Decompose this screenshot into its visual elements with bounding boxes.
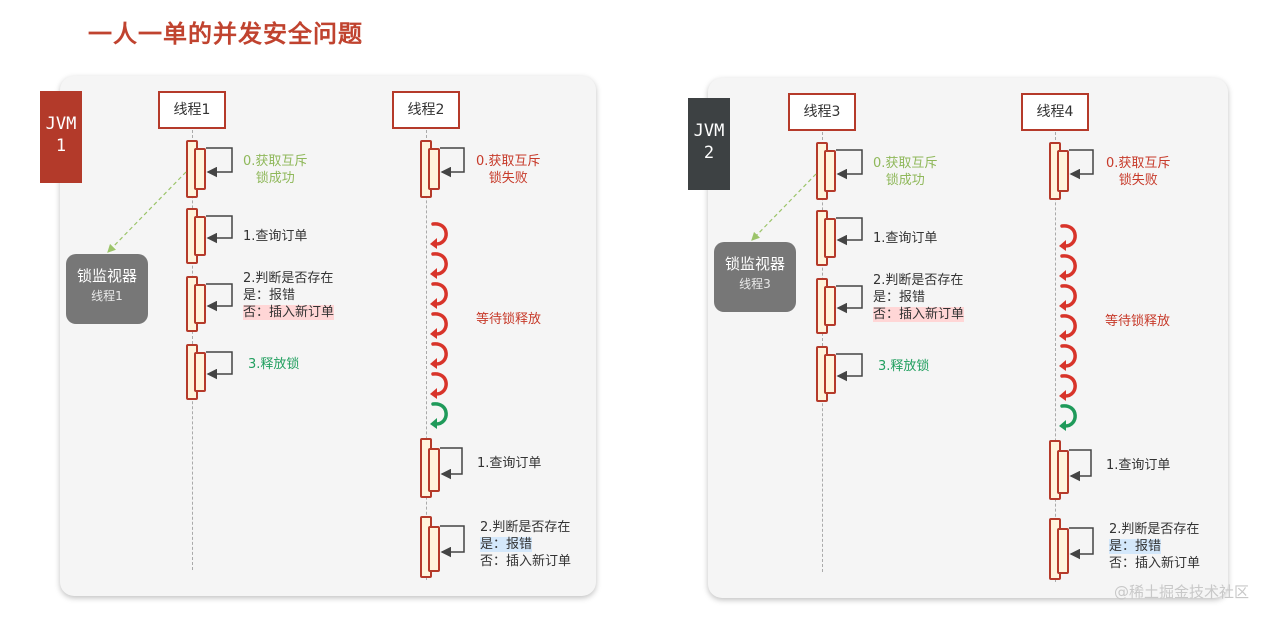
- t4-wait-loop-head-5: [1059, 390, 1066, 401]
- t4-step1-label: 1.查询订单: [1106, 458, 1171, 473]
- wait-loops-thread-4: [1059, 224, 1077, 431]
- t1-self-arrow-3: [206, 351, 233, 380]
- thread-4-activation-2-inner: [1057, 528, 1069, 574]
- jvm2-panel: [708, 78, 1228, 598]
- thread-2-activation-2-inner: [428, 526, 440, 572]
- t4-wait-loop-3: [1060, 314, 1077, 338]
- thread-1-box: 线程1: [158, 91, 226, 129]
- t2-wait-loop-head-1: [430, 268, 437, 279]
- jvm1-badge: JVM 1: [40, 91, 82, 183]
- thread-1-activation-2-inner: [194, 284, 206, 324]
- jvm2-badge: JVM 2: [688, 98, 730, 190]
- t2-wait-loop-1: [431, 252, 448, 276]
- t2-wait-label: 等待锁释放: [476, 312, 542, 327]
- t2-self-arrow-1: [440, 447, 463, 480]
- t2-wait-loop-2: [431, 282, 448, 306]
- thread-3-box: 线程3: [788, 93, 856, 131]
- t3-self-arrow-2: [836, 285, 863, 314]
- t3-step0-label: 0.获取互斥锁成功: [873, 156, 938, 188]
- t2-wait-loop-head-3: [430, 328, 437, 339]
- t2-wait-loop-4: [431, 342, 448, 366]
- t4-step2-label: 2.判断是否存在 是：报错 否：插入新订单: [1109, 522, 1201, 571]
- t4-wait-loop-head-1: [1059, 270, 1066, 281]
- t4-wait-loop-head-6: [1059, 420, 1066, 431]
- t1-step1-label: 1.查询订单: [243, 229, 308, 244]
- thread-2-activation-1-inner: [428, 448, 440, 492]
- t2-step1-label: 1.查询订单: [477, 456, 542, 471]
- t2-wait-loop-3: [431, 312, 448, 336]
- thread-2-lifeline: [426, 130, 427, 580]
- t4-step0-label: 0.获取互斥锁失败: [1106, 156, 1171, 188]
- t4-self-arrow-0: [1069, 149, 1094, 180]
- thread-4-box: 线程4: [1021, 93, 1089, 131]
- t4-wait-loop-1: [1060, 254, 1077, 278]
- t1-step3-label: 3.释放锁: [248, 357, 300, 372]
- thread-1-activation-0-inner: [194, 148, 206, 190]
- lock-acquire-arrow-2: [751, 173, 817, 241]
- t3-self-arrow-3: [836, 353, 863, 382]
- t4-wait-loop-head-2: [1059, 300, 1066, 311]
- lock-monitor-1-title: 锁监视器: [76, 267, 137, 285]
- t3-step1-label: 1.查询订单: [873, 231, 938, 246]
- t2-step2-label: 2.判断是否存在 是：报错 否：插入新订单: [480, 520, 572, 569]
- t1-self-arrow-1: [206, 215, 233, 244]
- t4-wait-loop-5: [1060, 374, 1077, 398]
- t1-self-arrow-0: [206, 147, 233, 178]
- t2-step0-label: 0.获取互斥锁失败: [476, 154, 541, 186]
- t2-wait-loop-head-4: [430, 358, 437, 369]
- lock-monitor-1-owner: 线程1: [91, 289, 123, 303]
- thread-4-activation-0-inner: [1057, 150, 1069, 192]
- t4-wait-loop-0: [1060, 224, 1077, 248]
- t2-wait-loop-5: [431, 372, 448, 396]
- t4-self-arrow-2: [1069, 527, 1094, 560]
- thread-3-activation-2-inner: [824, 286, 836, 326]
- thread-2-activation-0-inner: [428, 148, 440, 190]
- t4-wait-loop-head-0: [1059, 240, 1066, 251]
- thread-3-activation-0-inner: [824, 150, 836, 192]
- t4-wait-loop-head-4: [1059, 360, 1066, 371]
- thread-3-activation-3-inner: [824, 354, 836, 394]
- t3-step2-label: 2.判断是否存在 是：报错 否：插入新订单: [873, 273, 965, 322]
- thread-1-activation-1-inner: [194, 216, 206, 256]
- jvm1-panel: [60, 76, 596, 596]
- jvm2-number: 2: [703, 143, 715, 163]
- t2-wait-loop-head-5: [430, 388, 437, 399]
- t2-self-arrow-0: [440, 147, 465, 178]
- t4-self-arrow-1: [1069, 449, 1092, 482]
- t3-self-arrow-0: [836, 149, 863, 180]
- t4-wait-loop-2: [1060, 284, 1077, 308]
- lock-monitor-1: 锁监视器 线程1: [66, 254, 148, 324]
- t2-self-arrow-2: [440, 525, 465, 558]
- lock-monitor-2: 锁监视器 线程3: [714, 242, 796, 312]
- jvm1-label: JVM: [45, 114, 77, 134]
- t4-wait-label: 等待锁释放: [1105, 314, 1171, 329]
- jvm2-label: JVM: [693, 121, 725, 141]
- lock-monitor-2-owner: 线程3: [739, 277, 771, 291]
- jvm1-number: 1: [55, 136, 67, 156]
- t4-wait-loop-6: [1060, 404, 1077, 428]
- t3-step3-label: 3.释放锁: [878, 359, 930, 374]
- lock-acquire-arrow-1: [107, 171, 187, 253]
- t2-wait-loop-head-6: [430, 418, 437, 429]
- t2-wait-loop-6: [431, 402, 448, 426]
- t2-wait-loop-0: [431, 222, 448, 246]
- t2-wait-loop-head-2: [430, 298, 437, 309]
- lock-monitor-2-title: 锁监视器: [724, 255, 785, 273]
- wait-loops-thread-2: [430, 222, 448, 429]
- t4-wait-loop-head-3: [1059, 330, 1066, 341]
- t2-wait-loop-head-0: [430, 238, 437, 249]
- t3-self-arrow-1: [836, 217, 863, 246]
- t1-self-arrow-2: [206, 283, 233, 312]
- watermark: @稀土掘金技术社区: [1113, 583, 1249, 601]
- t1-step2-label: 2.判断是否存在 是：报错 否：插入新订单: [243, 271, 335, 320]
- t1-step0-label: 0.获取互斥锁成功: [243, 154, 308, 186]
- thread-2-box: 线程2: [392, 91, 460, 129]
- thread-1-activation-3-inner: [194, 352, 206, 392]
- thread-3-activation-1-inner: [824, 218, 836, 258]
- page-title: 一人一单的并发安全问题: [88, 20, 363, 48]
- thread-4-lifeline: [1055, 132, 1056, 582]
- thread-4-activation-1-inner: [1057, 450, 1069, 494]
- t4-wait-loop-4: [1060, 344, 1077, 368]
